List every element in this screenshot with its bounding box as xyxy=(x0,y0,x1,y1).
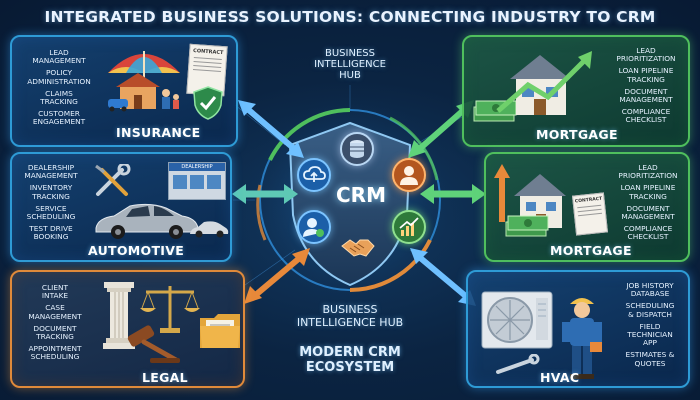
dealership-building-icon: Dealership xyxy=(168,162,226,200)
panel-label-insurance: Insurance xyxy=(116,125,201,140)
arrow-automotive xyxy=(232,184,298,204)
car-icon xyxy=(95,203,199,239)
feature-item: Job History Database xyxy=(626,281,674,299)
feature-item: Lead Prioritization xyxy=(618,163,678,181)
feature-item: Appointment Scheduling xyxy=(28,344,82,362)
contract-document-icon: Contract xyxy=(571,192,609,236)
user-profile-icon xyxy=(392,158,426,192)
pillar-icon xyxy=(103,282,135,349)
ecosystem-label: Modern CRM Ecosystem xyxy=(299,345,401,375)
car-small-icon xyxy=(190,221,229,238)
feature-item: Test Drive Booking xyxy=(29,224,73,242)
feature-item: Customer Engagement xyxy=(32,109,86,127)
feature-item: Document Management xyxy=(621,203,675,222)
technician-icon xyxy=(562,298,602,379)
money-stack-icon xyxy=(505,215,549,237)
ac-unit-icon xyxy=(481,291,553,349)
feature-item: Loan Pipeline Tracking xyxy=(620,183,676,201)
growth-chart-icon xyxy=(392,210,426,244)
feature-item: Dealership Management xyxy=(24,163,78,181)
feature-item: Case Management xyxy=(28,303,82,321)
feature-item: Inventory Tracking xyxy=(29,183,73,201)
feature-item: Field Technician App xyxy=(627,321,673,348)
arrow-legal xyxy=(244,248,310,304)
umbrella-family-icon xyxy=(108,51,180,112)
panel-label-mortgage-mid: Mortgage xyxy=(550,243,632,258)
wrench-icon xyxy=(496,354,540,374)
feature-item: Compliance Checklist xyxy=(623,224,673,242)
arrow-insurance xyxy=(238,100,304,158)
hub-label-top: Business Intelligence Hub xyxy=(314,48,386,81)
folder-icon xyxy=(200,314,240,348)
hub-label-bottom: Business Intelligence Hub xyxy=(296,303,404,329)
panel-label-legal: Legal xyxy=(142,370,188,385)
feature-item: Lead Management xyxy=(32,48,86,66)
feature-item: Lead Prioritization xyxy=(616,46,676,64)
panel-insurance: Lead Management Policy Administration Cl… xyxy=(10,35,238,147)
feature-item: Service Scheduling xyxy=(26,203,76,222)
panel-automotive: Dealership Management Inventory Tracking… xyxy=(10,152,232,262)
panel-legal: Client Intake Case Management Document T… xyxy=(10,270,245,388)
feature-item: Scheduling & Dispatch xyxy=(625,301,675,319)
dealership-sign-text: Dealership xyxy=(169,163,225,171)
hvac-feature-list: Job History Database Scheduling & Dispat… xyxy=(614,281,686,368)
feature-item: Document Management xyxy=(619,86,673,105)
panel-label-mortgage-top: Mortgage xyxy=(536,127,618,142)
crm-label: CRM xyxy=(336,183,386,207)
wrench-screwdriver-icon xyxy=(95,164,131,196)
arrow-mortgage-mid xyxy=(420,184,486,204)
contract-sign-text: Contract xyxy=(574,196,603,205)
handshake-icon xyxy=(340,232,376,262)
panel-mortgage-mid: Contract Lead Prioritization Loan Pipeli… xyxy=(484,152,690,262)
feature-item: Claims Tracking xyxy=(40,88,78,107)
insurance-feature-list: Lead Management Policy Administration Cl… xyxy=(18,48,100,127)
feature-item: Loan Pipeline Tracking xyxy=(618,66,674,84)
feature-item: Document Tracking xyxy=(33,323,77,342)
page-title: Integrated Business Solutions: Connectin… xyxy=(44,8,656,26)
gavel-icon xyxy=(127,325,180,363)
panel-label-hvac: HVAC xyxy=(540,370,580,385)
panel-mortgage-top: Lead Prioritization Loan Pipeline Tracki… xyxy=(462,35,690,147)
automotive-feature-list: Dealership Management Inventory Tracking… xyxy=(16,163,86,242)
contract-sign-text: Contract xyxy=(192,47,224,57)
legal-feature-list: Client Intake Case Management Document T… xyxy=(18,283,92,362)
mortgage-mid-feature-list: Lead Prioritization Loan Pipeline Tracki… xyxy=(608,163,688,242)
database-icon xyxy=(340,132,374,166)
panel-label-automotive: Automotive xyxy=(88,243,185,258)
cloud-upload-icon xyxy=(297,158,331,192)
mortgage-top-feature-list: Lead Prioritization Loan Pipeline Tracki… xyxy=(606,46,686,125)
user-check-icon xyxy=(297,210,331,244)
shield-check-icon xyxy=(193,86,223,120)
house-growth-icon xyxy=(496,51,592,115)
scales-of-justice-icon xyxy=(140,286,200,333)
feature-item: Compliance Checklist xyxy=(621,107,671,125)
panel-hvac: Job History Database Scheduling & Dispat… xyxy=(466,270,690,388)
feature-item: Estimates & Quotes xyxy=(625,350,675,368)
feature-item: Policy Administration xyxy=(27,68,91,86)
feature-item: Client Intake xyxy=(41,283,69,301)
